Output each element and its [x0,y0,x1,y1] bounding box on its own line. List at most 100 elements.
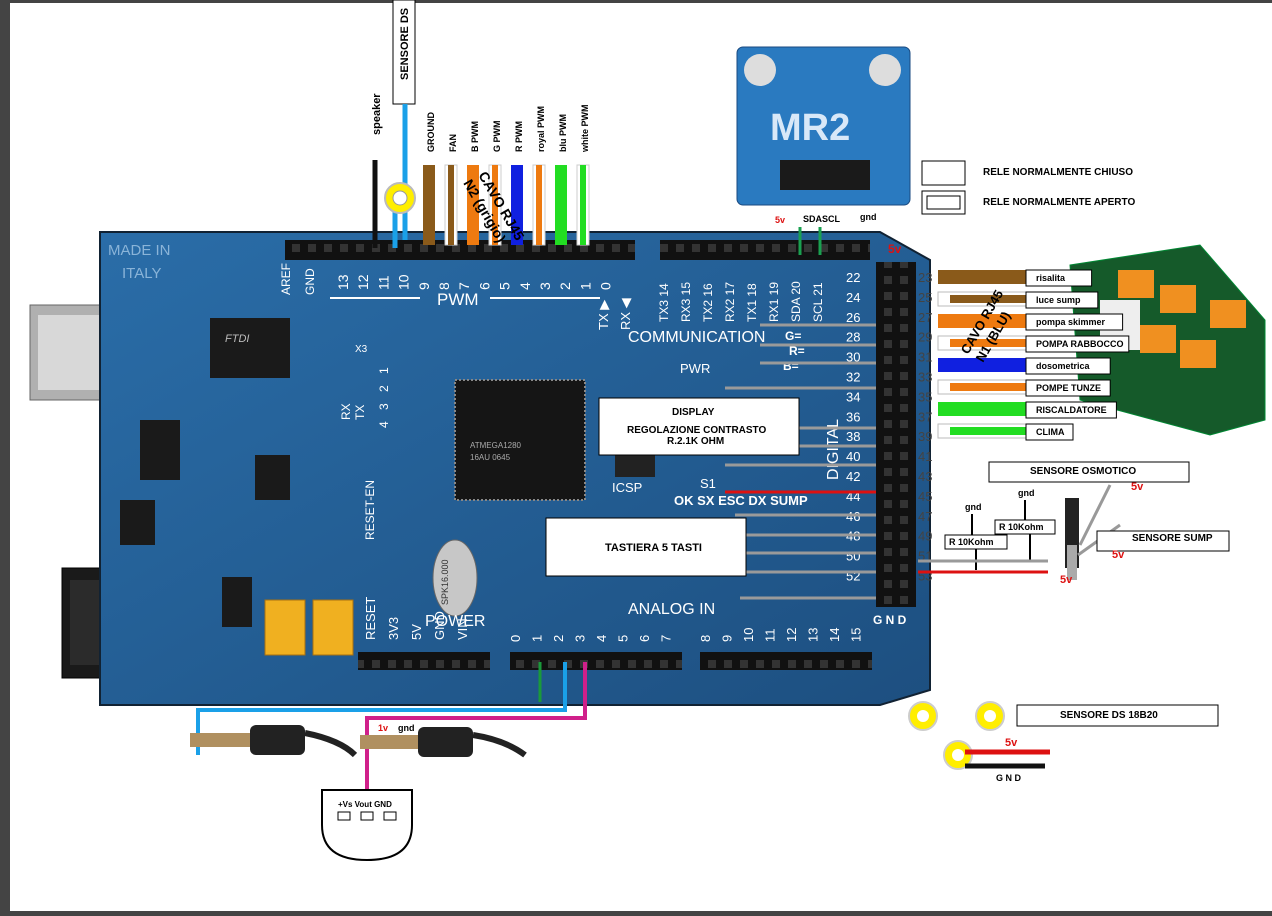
digital-pin-39: 39 [918,429,932,444]
small-chip-2 [120,500,155,545]
osmotic-jack [1065,498,1079,580]
comm-pin-label: SDA 20 [789,281,803,322]
relay-wire-stripe [950,383,1026,391]
top-pin-label: B PWM [470,121,480,152]
top-border [0,0,1272,3]
analog-label: ANALOG IN [628,601,715,618]
pwm-pin-4: 4 [517,282,533,290]
relay-label: luce sump [1036,295,1081,305]
tx-led-label: TX [353,405,367,420]
r-equals-label: R= [789,344,805,358]
analog-pin-10: 10 [741,628,756,642]
buttons-label: OK SX ESC DX SUMP [674,493,808,508]
svg-text:SENSORE DS 18B20: SENSORE DS 18B20 [1060,710,1158,721]
pwm-pin-1: 1 [577,282,593,290]
digital-pin-29: 29 [918,330,932,345]
svg-text:RELE NORMALMENTE APERTO: RELE NORMALMENTE APERTO [983,197,1135,208]
sump-sensor-box: SENSORE SUMP [1096,530,1230,552]
crystal-label: SPK16.000 [440,559,450,605]
osmotic-sensor-box: SENSORE OSMOTICO [988,461,1190,483]
svg-text:ATMEGA1280: ATMEGA1280 [470,441,522,450]
svg-text:+Vs Vout GND: +Vs Vout GND [338,800,392,809]
digital-pin-31: 31 [918,350,932,365]
pwm-pin-6: 6 [476,282,492,290]
rj45-wire [511,165,523,245]
bottom-border [0,911,1272,916]
relay-label: CLIMA [1036,427,1065,437]
diode [222,577,252,627]
analog-header-2 [700,652,872,670]
osmotic-gnd-label-1: gnd [1018,488,1035,498]
svg-text:SENSORE SUMP: SENSORE SUMP [1132,533,1213,544]
relay-label-box [1025,291,1099,309]
power-header [358,652,490,670]
rj45-wire-stripe [492,165,498,245]
digital-pin-25: 25 [918,290,932,305]
digital-pin-30: 30 [846,350,860,365]
pwm-pin-8: 8 [436,282,452,290]
relay-wire-stripe [950,295,1026,303]
communication-label: COMMUNICATION [628,329,765,346]
digital-pin-28: 28 [846,330,860,345]
ds18b20-5v-label: 5v [1005,737,1018,749]
top-pin-label: white PWM [580,105,590,154]
fivev-top-label: 5v [888,242,902,256]
audio-jack-right [360,727,527,758]
ftdi-chip [210,318,290,378]
rj45-wire [555,165,567,245]
keyboard-box: TASTIERA 5 TASTI [545,517,747,577]
relay-wire [938,402,1026,416]
analog-pin-0: 0 [508,635,523,642]
x3-label: X3 [355,344,368,355]
sump-5v-label: 5v [1112,549,1125,561]
comm-pin-label: TX2 16 [701,283,715,322]
x3-pin-number: 1 [377,367,391,374]
rtc-pin-label: SDA [803,214,823,224]
analog-pin-14: 14 [827,628,842,642]
analog-pin-2: 2 [551,635,566,642]
aref-label: AREF [279,263,293,295]
relay-label: pompa skimmer [1036,317,1106,327]
digital-pin-42: 42 [846,469,860,484]
power-pin-label: 5V [409,624,424,640]
rj45-wire-stripe [448,165,454,245]
svg-text:DISPLAY: DISPLAY [672,407,715,418]
lm35-gnd-label: gnd [398,723,415,733]
tx-label: TX ▶ [596,300,611,330]
svg-text:TASTIERA 5 TASTI: TASTIERA 5 TASTI [605,542,702,554]
relay-label-box [1025,313,1124,331]
pwm-pin-3: 3 [537,282,553,290]
rx-led-label: RX [339,403,353,420]
ftdi-label: FTDI [225,333,249,345]
power-label: POWER [425,613,485,630]
digital-pin-43: 43 [918,469,932,484]
s1-label: S1 [700,476,716,491]
gnd-bottom-label: G N D [873,613,907,627]
analog-pin-13: 13 [806,628,821,642]
italy-label: ITALY [122,265,161,282]
svg-text:R.2.1K OHM: R.2.1K OHM [667,436,724,447]
rj45-wire [467,165,479,245]
svg-text:MR2: MR2 [770,107,850,149]
pwm-pin-12: 12 [355,274,371,290]
x3-pin-number: 4 [377,421,391,428]
rj45-wire-stripe [536,165,542,245]
analog-pin-11: 11 [763,629,778,643]
ds18b20-label-box: SENSORE DS 18B20 [1016,704,1219,727]
gnd-top-label: GND [303,268,317,295]
top-pin-label: GROUND [426,112,436,152]
resistor-1 [994,519,1056,535]
analog-pin-3: 3 [573,635,588,642]
rtc-pin-label: SCL [822,214,841,224]
relay-legend: RELE NORMALMENTE CHIUSO RELE NORMALMENTE… [921,160,1135,215]
crystal [432,539,478,617]
comm-pin-label: TX1 18 [745,283,759,322]
